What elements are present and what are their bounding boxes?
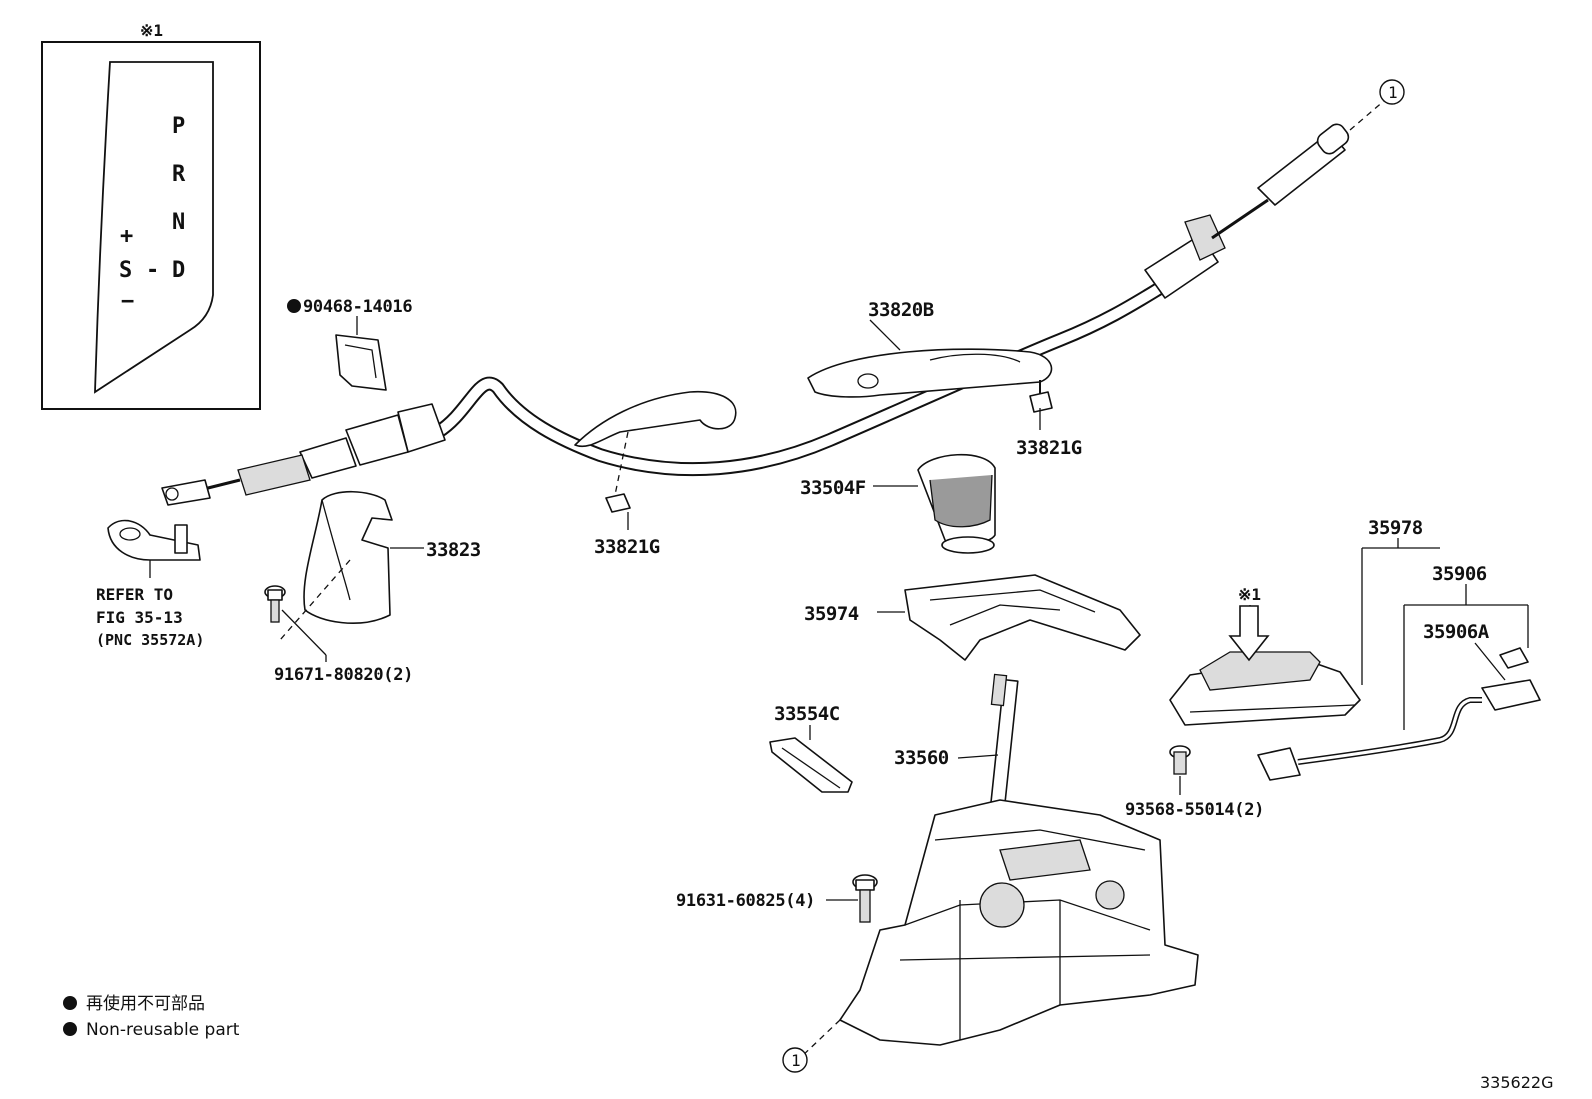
bolt-93568 [1169,745,1191,775]
indicator-housing-35974 [904,574,1141,661]
label-33554c: 33554C [774,703,840,725]
gear-dash: - [146,258,159,283]
label-35906: 35906 [1432,563,1487,585]
svg-text:1: 1 [1388,83,1398,102]
clip-90468 [335,334,387,391]
label-33560: 33560 [894,747,949,769]
label-93568-55014: 93568-55014(2) [1125,800,1264,820]
label-90468-14016: 90468-14016 [303,297,412,317]
shift-lever-33560 [987,673,1019,832]
legend-en: Non-reusable part [86,1020,240,1040]
label-91671-80820: 91671-80820(2) [274,665,413,685]
gear-s: S [119,258,132,283]
legend-dot-icon [63,996,77,1010]
nut-33821g-right [1029,391,1053,413]
shift-pattern-inset: ※1 P R N D - S + − [41,21,261,410]
gear-d: D [172,258,185,283]
inset-marker: ※1 [140,21,163,40]
cover-33554c [769,737,853,793]
transmission-control-cable [107,99,1386,561]
svg-text:1: 1 [791,1051,801,1070]
callout-1-bottom: 1 [782,1047,808,1073]
inset-frame [41,41,261,410]
label-91631-60825: 91631-60825(4) [676,891,815,911]
label-35906a: 35906A [1423,621,1490,643]
label-33823: 33823 [426,539,481,561]
shift-lever-assembly-base [799,799,1199,1059]
gear-n: N [172,210,185,235]
gear-p: P [172,114,185,139]
shift-plate-outline [94,61,214,394]
gear-r: R [172,162,186,187]
gear-plus: + [120,224,133,249]
label-33820b: 33820B [868,299,934,321]
label-33821g-right: 33821G [1016,437,1082,459]
cable-bracket [807,348,1053,398]
bolt-91631 [852,874,878,923]
bolt-91671 [264,585,286,623]
refer-line-3: (PNC 35572A) [96,631,204,649]
position-switch-35978 [1169,651,1361,726]
nut-33821g-left [605,493,631,513]
refer-line-2: FIG 35-13 [96,608,183,627]
legend-jp: 再使用不可部品 [86,993,205,1014]
legend: 再使用不可部品 Non-reusable part [63,993,240,1040]
legend-dot-icon [63,1022,77,1036]
label-marker-1: ※1 [1238,585,1261,604]
label-33821g-left: 33821G [594,536,660,558]
wire-harness-35906 [1257,647,1541,781]
callout-1-top: 1 [1379,79,1405,105]
label-33504f: 33504F [800,477,866,499]
non-reusable-dot-icon [287,299,301,313]
gear-minus: − [121,289,134,314]
figure-id: 335622G [1480,1073,1553,1092]
shift-knob-33504f [917,453,996,554]
retainer-33823 [279,490,393,641]
label-35974: 35974 [804,603,859,625]
down-arrow-icon [1228,605,1270,662]
label-35978: 35978 [1368,517,1423,539]
refer-line-1: REFER TO [96,585,173,604]
